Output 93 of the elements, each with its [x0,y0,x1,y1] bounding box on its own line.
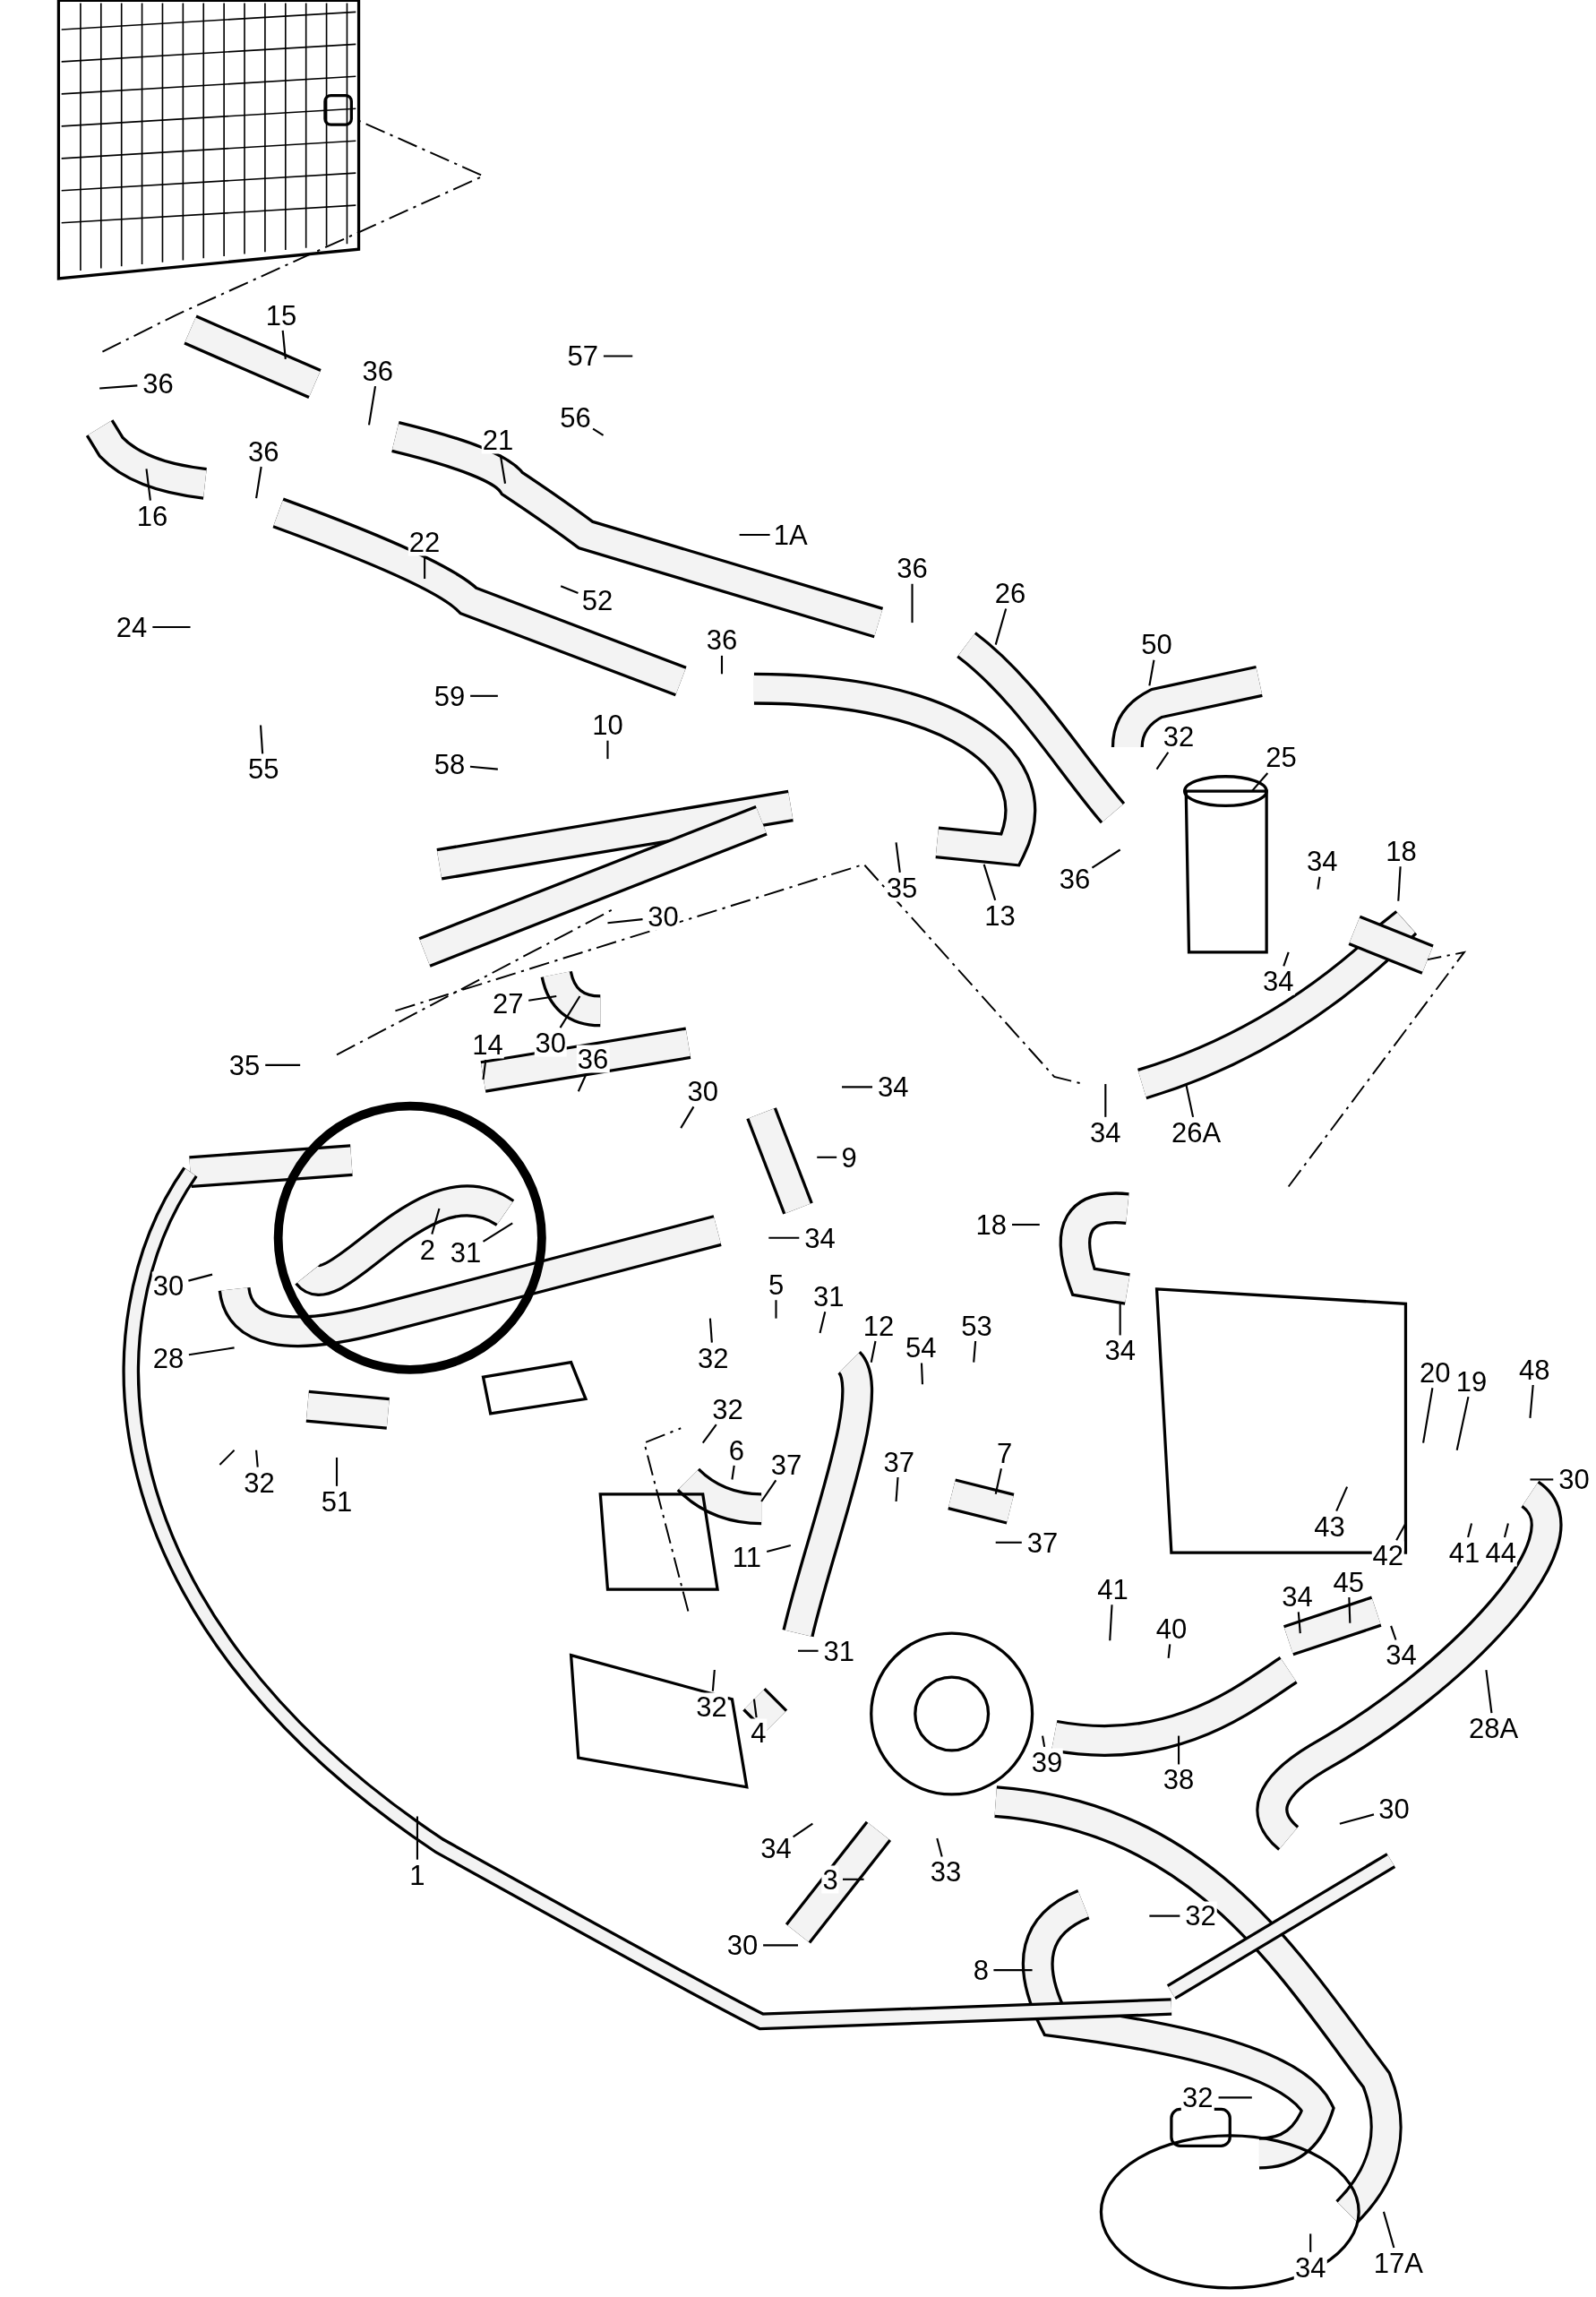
leader-line [843,1878,864,1880]
leader-line [819,1312,827,1334]
leader-line [577,1074,588,1092]
leader-line [911,583,914,624]
leader-line [1390,1625,1397,1640]
leader-line [592,427,605,436]
leader-line [482,1222,513,1243]
leader-line [711,1669,716,1691]
leader-line [1091,848,1121,869]
leader-line [99,384,138,390]
leader-line [752,1699,758,1718]
leader-line [760,1479,777,1502]
leader-line [1348,1597,1351,1623]
leader-line [842,1086,873,1088]
leader-line [1397,866,1402,901]
leader-line [731,1465,735,1480]
leader-line [798,1649,819,1652]
leader-line [482,1059,487,1080]
leader-line [1109,1604,1113,1641]
leader-line [367,385,377,426]
leader-line [188,1273,213,1282]
leader-line [994,608,1008,645]
leader-line [1530,1478,1554,1481]
leader-line [1251,772,1269,792]
leader-line [255,1450,259,1467]
leader-line [1382,2211,1395,2249]
leader-line [1119,1303,1121,1336]
leader-line [995,1541,1022,1544]
leader-line [265,1063,301,1066]
leader-line [470,694,498,697]
leader-line [1178,1735,1180,1765]
leader-line [188,1346,235,1356]
leader-line [1529,1384,1534,1418]
leader-line [993,1969,1033,1972]
leader-line [559,995,581,1028]
leader-line [973,1340,977,1363]
leader-line [1149,1914,1180,1917]
leader-line [431,1208,441,1235]
leader-line [1297,1612,1301,1634]
leader-line [1422,1388,1434,1443]
leader-line [768,1236,800,1239]
leader-line [145,469,151,501]
leader-line [817,1156,837,1158]
leader-line [469,765,498,770]
callout-number: 3 [821,1865,839,1893]
leader-line [1155,752,1170,770]
leader-line [870,1340,877,1363]
leader-line [936,1837,943,1857]
leader-line [603,355,633,357]
leader-line [720,655,724,675]
leader-line [1167,1644,1171,1659]
leader-line [982,864,997,901]
leader-line [708,1318,713,1343]
callout-number: 36 [576,1045,610,1073]
leader-line [499,454,507,484]
leader-line [259,725,264,754]
leader-line [763,1944,798,1947]
leader-line [607,918,643,925]
leader-line [1185,1083,1195,1118]
leader-line [424,557,426,580]
leader-line [152,625,191,629]
leader-line [1455,1396,1470,1450]
leader-line [416,1816,418,1860]
leader-line [1339,1813,1375,1825]
leader-line [793,1822,813,1838]
leader-line [1041,1735,1046,1748]
leader-line [994,1468,1002,1495]
leader-line [895,1476,899,1502]
leader-line [701,1424,717,1444]
leader-line [335,1457,339,1486]
leader-line [1467,1523,1473,1538]
leader-line [528,994,557,1002]
leader-line [281,330,287,359]
leader-line [775,1300,777,1319]
leader-line [1283,951,1290,967]
leader-line [255,466,262,499]
leader-line [560,585,579,594]
leader-line [1218,2096,1252,2099]
leader-line [1309,2233,1312,2252]
leader-line [1395,1523,1407,1541]
leader-line [1148,659,1155,686]
leader-line [680,1105,695,1129]
leader-line [606,740,609,760]
leader-line [1503,1523,1509,1538]
leader-line [1485,1669,1493,1714]
leader-line [1317,876,1321,890]
leader-line [895,842,901,873]
leader-line [739,533,770,537]
leader-line [1012,1223,1040,1226]
leader-line [766,1544,792,1553]
leader-line [1335,1486,1349,1512]
leader-line [920,1363,924,1385]
leader-line [1104,1084,1107,1117]
